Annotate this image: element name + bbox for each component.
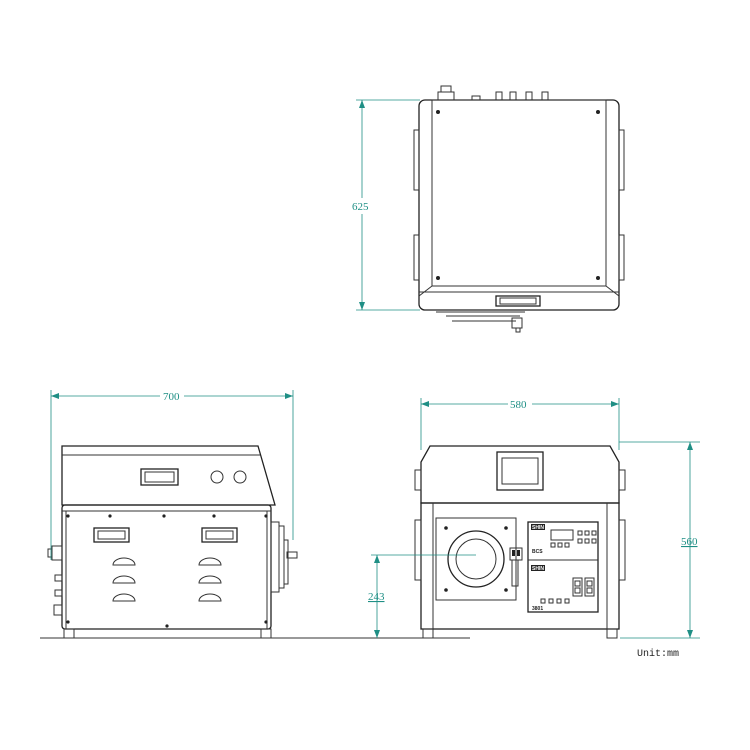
dimension-flange-height: 243 — [368, 554, 476, 638]
flange-height-dimension-label: 243 — [368, 591, 385, 603]
unit-label: Unit:mm — [637, 648, 679, 660]
side-handle-right — [201, 527, 238, 543]
side-display-window — [140, 468, 179, 486]
dimension-depth: 625 — [352, 99, 420, 311]
side-view — [40, 445, 470, 639]
controller-model: 3801 — [532, 606, 543, 612]
side-handle-left — [93, 527, 130, 543]
side-vents — [112, 557, 222, 602]
side-lower-housing — [61, 504, 272, 630]
controller-tag: BCS — [532, 549, 543, 555]
top-view — [413, 85, 625, 333]
top-body-outline — [418, 99, 620, 311]
front-width-dimension-label: 580 — [510, 399, 527, 411]
front-upper-housing — [420, 445, 620, 504]
controller-readout — [550, 529, 574, 541]
brand-bottom: SHIN — [532, 566, 544, 572]
top-connectors — [432, 85, 605, 101]
dimension-width-side: 700 — [50, 390, 294, 560]
controller-panel — [527, 521, 599, 613]
top-inner-panel — [431, 99, 607, 287]
front-display — [496, 451, 544, 491]
brand-top: SHIN — [532, 525, 544, 531]
depth-dimension-label: 625 — [352, 201, 369, 213]
flange-ring — [447, 530, 505, 588]
dimension-height: 560 — [619, 441, 700, 639]
knob-left — [210, 470, 224, 484]
side-upper-housing — [61, 445, 276, 506]
flange-opening — [455, 538, 497, 580]
flange-plate — [435, 517, 517, 601]
side-width-dimension-label: 700 — [163, 391, 180, 403]
top-front-handle — [495, 295, 541, 307]
knob-right — [233, 470, 247, 484]
height-dimension-label: 560 — [681, 536, 698, 548]
dimension-width-front: 580 — [420, 398, 620, 450]
front-view: SHIN BCS SHIN 3801 — [414, 445, 626, 639]
